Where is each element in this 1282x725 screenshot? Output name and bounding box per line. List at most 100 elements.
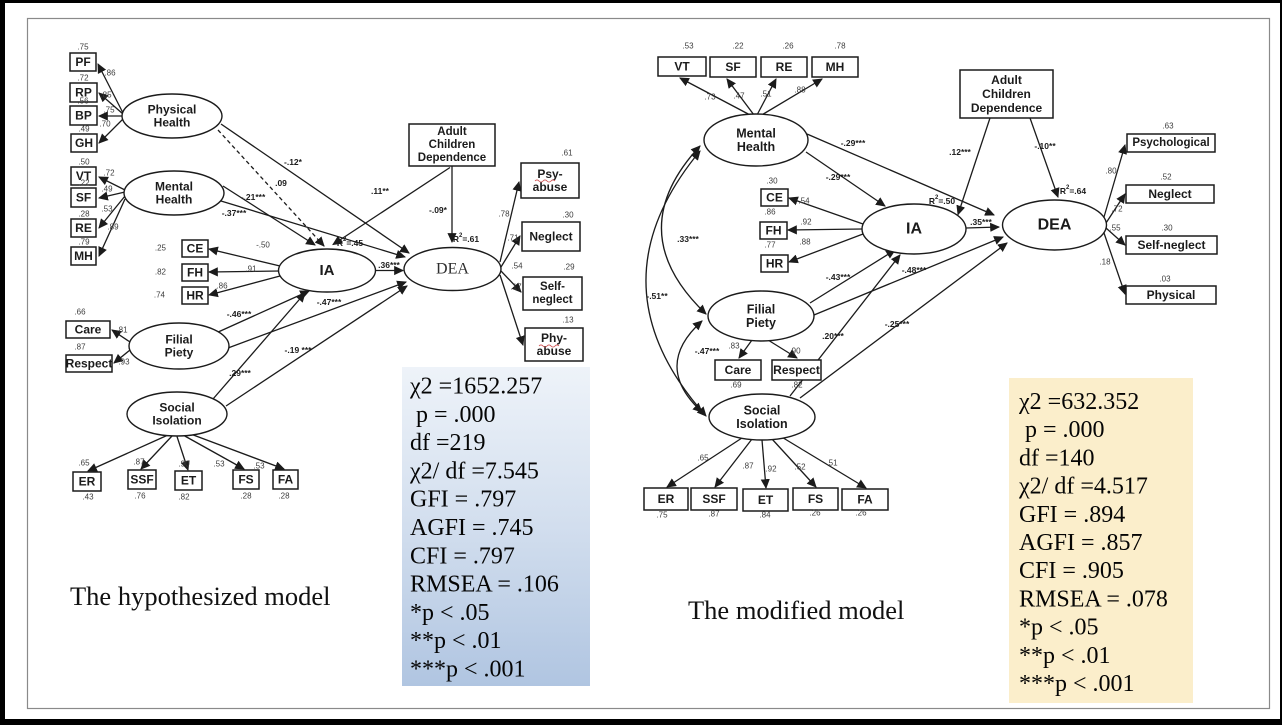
- svg-text:Piety: Piety: [165, 346, 194, 360]
- svg-text:χ2/ df =4.517: χ2/ df =4.517: [1018, 474, 1148, 500]
- svg-text:.22: .22: [732, 42, 744, 51]
- svg-text:p = .000: p = .000: [410, 402, 496, 428]
- svg-text:.20***: .20***: [822, 331, 844, 341]
- svg-text:-.29***: -.29***: [841, 138, 866, 148]
- svg-text:.09: .09: [275, 178, 287, 188]
- svg-text:χ2 =632.352: χ2 =632.352: [1018, 389, 1139, 415]
- svg-text:.84: .84: [759, 511, 771, 520]
- svg-text:-.09*: -.09*: [429, 205, 448, 215]
- svg-text:.92: .92: [765, 465, 777, 474]
- svg-text:.49: .49: [78, 125, 90, 134]
- svg-text:Isolation: Isolation: [152, 414, 201, 428]
- svg-text:Filial: Filial: [747, 302, 775, 316]
- svg-text:p = .000: p = .000: [1019, 417, 1105, 443]
- svg-text:.61: .61: [561, 149, 573, 158]
- svg-text:VT: VT: [674, 60, 690, 74]
- svg-text:χ2 =1652.257: χ2 =1652.257: [409, 374, 542, 400]
- svg-text:Respect: Respect: [773, 363, 820, 377]
- svg-text:.30: .30: [766, 177, 778, 186]
- svg-text:.53: .53: [101, 205, 113, 214]
- svg-text:abuse: abuse: [533, 180, 568, 194]
- svg-text:.22: .22: [78, 179, 90, 188]
- svg-text:FA: FA: [857, 493, 873, 507]
- svg-text:RP: RP: [75, 86, 92, 100]
- svg-text:HR: HR: [766, 257, 784, 271]
- svg-text:df =140: df =140: [1019, 445, 1095, 471]
- svg-text:GFI = .894: GFI = .894: [1019, 502, 1125, 528]
- svg-text:.76: .76: [134, 492, 146, 501]
- svg-text:Adult: Adult: [437, 126, 467, 138]
- svg-text:.87: .87: [133, 458, 145, 467]
- svg-text:.86: .86: [764, 208, 776, 217]
- svg-text:SSF: SSF: [702, 492, 725, 506]
- svg-text:.72: .72: [1111, 205, 1123, 214]
- svg-text:.75: .75: [656, 511, 668, 520]
- svg-text:***p < .001: ***p < .001: [410, 657, 526, 683]
- svg-text:Neglect: Neglect: [529, 230, 572, 244]
- svg-text:.89: .89: [107, 223, 119, 232]
- svg-text:.26: .26: [782, 42, 794, 51]
- svg-text:Care: Care: [725, 363, 752, 377]
- svg-text:AGFI = .857: AGFI = .857: [1019, 530, 1143, 556]
- svg-text:Self-neglect: Self-neglect: [1137, 238, 1205, 252]
- svg-text:df =219: df =219: [410, 430, 486, 456]
- svg-text:***p < .001: ***p < .001: [1019, 671, 1135, 697]
- svg-text:ER: ER: [79, 475, 96, 489]
- svg-text:.51: .51: [760, 90, 772, 99]
- svg-text:.72: .72: [77, 74, 89, 83]
- svg-text:Phy-: Phy-: [541, 331, 567, 345]
- svg-text:Social: Social: [159, 401, 194, 415]
- svg-text:.86: .86: [216, 282, 228, 291]
- svg-text:RE: RE: [75, 221, 92, 235]
- svg-text:.26: .26: [809, 509, 821, 518]
- svg-text:.75: .75: [77, 43, 89, 52]
- svg-text:.50: .50: [78, 158, 90, 167]
- svg-text:-.29***: -.29***: [826, 172, 851, 182]
- svg-text:.28: .28: [240, 492, 252, 501]
- svg-text:-.10**: -.10**: [1034, 141, 1056, 151]
- svg-text:-.47***: -.47***: [317, 297, 342, 307]
- svg-text:CFI = .797: CFI = .797: [410, 543, 515, 569]
- svg-text:.29: .29: [563, 263, 575, 272]
- svg-text:MH: MH: [74, 249, 93, 263]
- svg-text:R2=.64: R2=.64: [1060, 185, 1087, 196]
- svg-text:-.37***: -.37***: [222, 208, 247, 218]
- svg-text:.28: .28: [78, 210, 90, 219]
- svg-text:CE: CE: [187, 242, 204, 256]
- svg-text:neglect: neglect: [532, 294, 572, 306]
- svg-text:The hypothesized model: The hypothesized model: [70, 581, 331, 611]
- svg-text:.53: .53: [213, 460, 225, 469]
- svg-text:.91: .91: [245, 265, 257, 274]
- svg-text:Neglect: Neglect: [1148, 187, 1191, 201]
- svg-text:ER: ER: [658, 492, 675, 506]
- svg-text:HR: HR: [186, 289, 204, 303]
- svg-text:-.12*: -.12*: [284, 157, 303, 167]
- svg-text:MH: MH: [826, 60, 845, 74]
- svg-text:.12***: .12***: [949, 147, 971, 157]
- svg-text:.80: .80: [1105, 167, 1117, 176]
- svg-text:-.25***: -.25***: [885, 319, 910, 329]
- svg-text:DEA: DEA: [436, 261, 469, 278]
- svg-text:Dependence: Dependence: [971, 101, 1043, 115]
- svg-text:.74: .74: [154, 291, 166, 300]
- svg-text:BP: BP: [75, 109, 92, 123]
- svg-text:Social: Social: [744, 403, 781, 417]
- svg-text:.54: .54: [511, 262, 523, 271]
- svg-text:.65: .65: [697, 454, 709, 463]
- svg-text:ET: ET: [181, 474, 197, 488]
- svg-text:.90: .90: [789, 347, 801, 356]
- svg-text:.87: .87: [742, 462, 754, 471]
- svg-text:.18: .18: [1099, 258, 1111, 267]
- svg-text:.43: .43: [82, 493, 94, 502]
- svg-text:.56: .56: [77, 97, 89, 106]
- svg-text:.69: .69: [730, 381, 742, 390]
- svg-text:.88: .88: [799, 238, 811, 247]
- svg-text:R2=.61: R2=.61: [453, 233, 480, 244]
- svg-text:.93: .93: [118, 358, 130, 367]
- svg-text:.28: .28: [278, 492, 290, 501]
- svg-text:.65: .65: [78, 459, 90, 468]
- svg-text:The modified model: The modified model: [688, 595, 904, 625]
- svg-text:Adult: Adult: [991, 73, 1022, 87]
- svg-text:.53: .53: [682, 42, 694, 51]
- svg-text:Psychological: Psychological: [1132, 137, 1209, 149]
